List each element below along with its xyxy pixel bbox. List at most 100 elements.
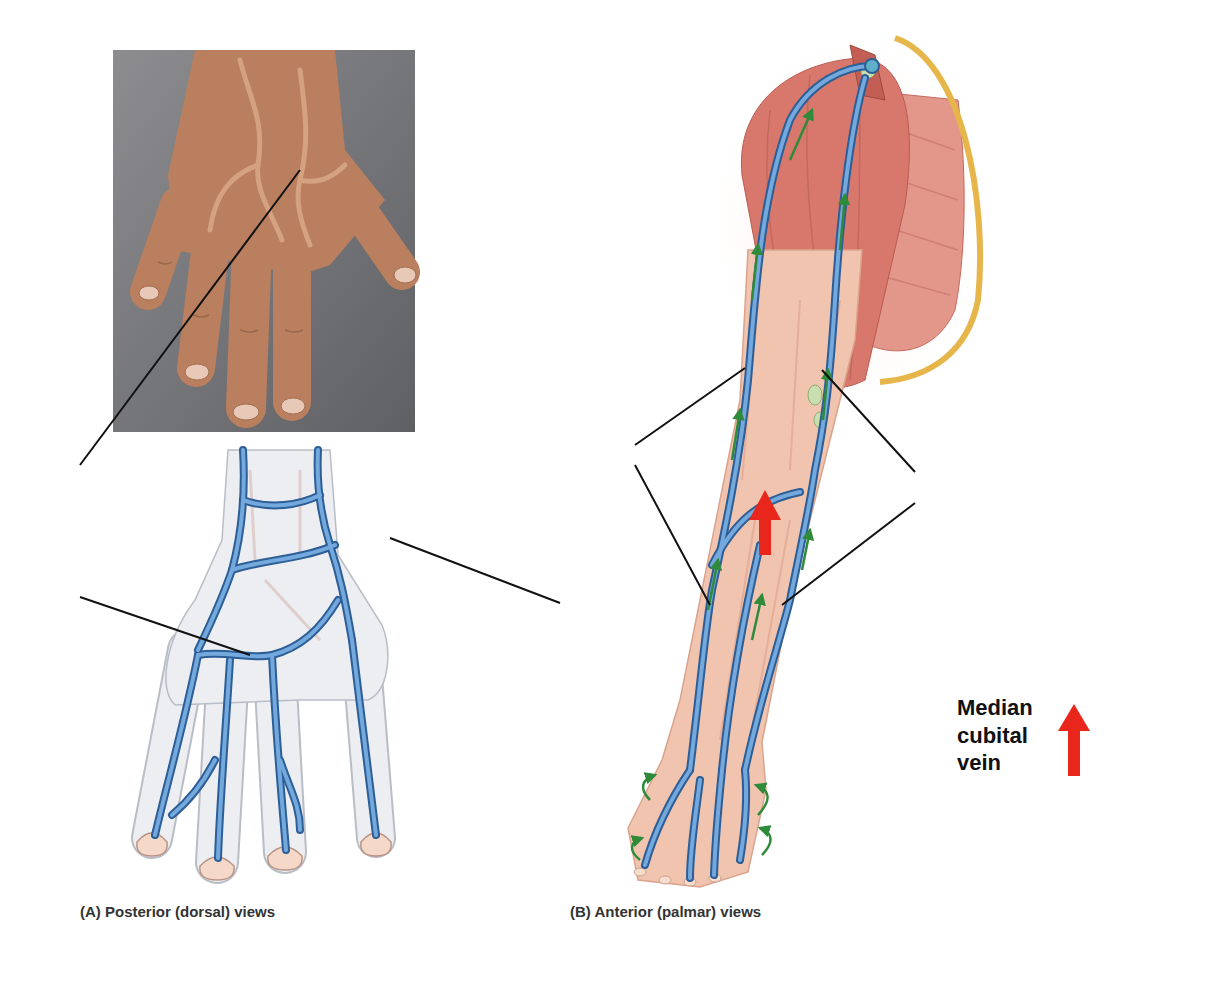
anterior-arm-drawing bbox=[740, 770, 746, 860]
leader-lines bbox=[822, 370, 915, 472]
hand-photo bbox=[246, 245, 252, 408]
hand-photo bbox=[139, 286, 159, 300]
anterior-arm-drawing bbox=[645, 59, 879, 878]
view-caption: (A) Posterior (dorsal) views bbox=[80, 903, 275, 920]
hand-photo bbox=[233, 404, 259, 420]
dorsal-hand-drawing bbox=[137, 833, 391, 880]
dorsal-hand-drawing bbox=[232, 545, 335, 570]
anterior-arm-drawing bbox=[645, 770, 690, 865]
anterior-arm-drawing bbox=[745, 78, 865, 770]
anterior-arm-drawing bbox=[632, 110, 845, 860]
anterior-arm-drawing bbox=[690, 66, 872, 770]
anterior-arm-drawing bbox=[790, 300, 800, 470]
hand-photo bbox=[210, 165, 258, 230]
anterior-arm-drawing bbox=[714, 770, 722, 875]
dorsal-hand-drawing bbox=[198, 600, 338, 656]
dorsal-hand-drawing bbox=[218, 660, 230, 858]
leader-lines bbox=[782, 503, 915, 605]
anterior-arm-drawing bbox=[643, 775, 655, 800]
dorsal-hand-drawing bbox=[137, 450, 391, 880]
dorsal-hand-drawing bbox=[172, 760, 215, 815]
legend-label: Median cubital vein bbox=[957, 694, 1057, 777]
anterior-arm-drawing bbox=[808, 66, 875, 428]
leader-lines bbox=[80, 170, 915, 655]
dorsal-hand-drawing bbox=[272, 655, 286, 850]
anterior-arm-drawing bbox=[865, 59, 879, 73]
hand-photo bbox=[298, 70, 310, 245]
hand-photo bbox=[210, 60, 345, 245]
anterior-arm-drawing bbox=[690, 780, 700, 878]
anterior-arm-drawing bbox=[823, 370, 828, 420]
anterior-arm-drawing bbox=[634, 868, 721, 886]
dorsal-hand-drawing bbox=[155, 450, 376, 858]
dorsal-hand-drawing bbox=[198, 450, 244, 650]
anterior-arm-drawing bbox=[756, 785, 768, 815]
anterior-arm-drawing bbox=[645, 770, 690, 865]
dorsal-hand-drawing bbox=[218, 660, 230, 858]
anterior-arm-drawing bbox=[802, 530, 810, 570]
anterior-arm-drawing bbox=[634, 868, 646, 876]
anterior-arm-drawing bbox=[714, 770, 722, 875]
hand-photo bbox=[185, 364, 209, 380]
dorsal-hand-drawing bbox=[172, 760, 215, 815]
leader-lines bbox=[80, 597, 250, 655]
dorsal-hand-drawing bbox=[198, 450, 244, 650]
leader-lines bbox=[635, 465, 710, 605]
anterior-arm-drawing bbox=[808, 385, 822, 405]
dorsal-hand-drawing bbox=[155, 655, 198, 835]
hand-photo bbox=[285, 330, 303, 332]
anterior-arm-drawing bbox=[632, 838, 642, 860]
anterior-arm-drawing bbox=[752, 595, 762, 640]
anterior-arm-drawing bbox=[745, 78, 865, 770]
leader-lines bbox=[635, 368, 745, 445]
anterior-arm-drawing bbox=[645, 66, 872, 878]
dorsal-hand-drawing bbox=[280, 760, 300, 830]
anterior-arm-drawing bbox=[720, 520, 755, 740]
anterior-arm-drawing bbox=[850, 45, 885, 100]
hand-photo bbox=[168, 50, 385, 275]
anterior-arm-drawing bbox=[880, 38, 980, 382]
dorsal-hand-drawing bbox=[243, 495, 320, 505]
anterior-arm-drawing bbox=[628, 20, 1000, 887]
dorsal-hand-drawing bbox=[272, 655, 286, 850]
view-caption: (B) Anterior (palmar) views bbox=[570, 903, 761, 920]
key-arrow bbox=[1058, 704, 1090, 776]
legend-entry: Median cubital vein bbox=[957, 694, 1057, 777]
hand-photo bbox=[158, 262, 172, 264]
anterior-arm-drawing bbox=[722, 545, 760, 770]
anterior-arm-drawing bbox=[690, 66, 872, 770]
anterior-arm-drawing bbox=[840, 195, 845, 250]
hand-photo bbox=[193, 315, 209, 317]
dorsal-hand-drawing bbox=[299, 470, 302, 560]
anterior-arm-drawing bbox=[732, 410, 740, 460]
dorsal-hand-drawing bbox=[155, 450, 376, 858]
anterior-arm-drawing bbox=[690, 780, 700, 878]
anterior-arm-drawing bbox=[790, 110, 812, 160]
anterior-arm-drawing bbox=[645, 66, 872, 878]
dorsal-hand-drawing bbox=[243, 495, 320, 505]
dorsal-hand-drawing bbox=[352, 640, 376, 835]
hand-photo bbox=[139, 267, 416, 420]
dorsal-hand-drawing bbox=[250, 470, 255, 560]
anterior-arm-drawing bbox=[752, 245, 758, 300]
median-cubital-arrow bbox=[749, 490, 781, 555]
anterior-arm-drawing bbox=[740, 770, 746, 860]
dorsal-hand-drawing bbox=[352, 640, 376, 835]
dorsal-hand-drawing bbox=[155, 450, 376, 858]
leader-lines bbox=[80, 170, 300, 465]
anterior-arm-drawing bbox=[628, 250, 862, 887]
hand-photo bbox=[158, 262, 303, 332]
median-cubital-arrow bbox=[749, 490, 781, 520]
anterior-arm-drawing bbox=[690, 280, 840, 740]
hand-photo bbox=[113, 50, 415, 432]
hand-photo bbox=[300, 165, 345, 181]
anterior-arm-drawing bbox=[760, 828, 770, 855]
hand-photo bbox=[281, 398, 305, 414]
leader-lines bbox=[390, 538, 560, 603]
key-arrow bbox=[1058, 704, 1090, 731]
anterior-arm-drawing bbox=[659, 876, 671, 884]
dorsal-hand-drawing bbox=[232, 545, 335, 570]
